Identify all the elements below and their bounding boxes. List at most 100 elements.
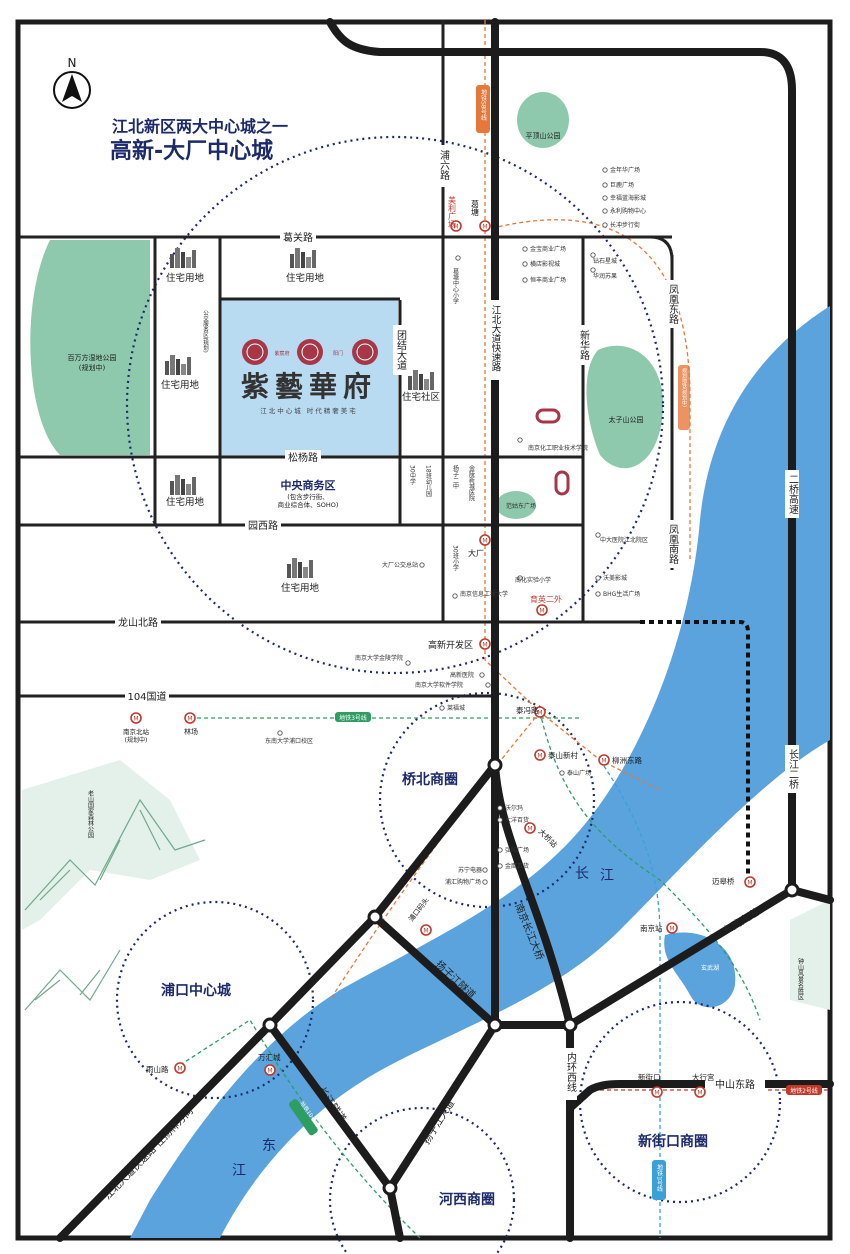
park-bwf-label2: (规划中) (79, 363, 106, 372)
station-wanhui: 万汇城 (258, 1053, 281, 1062)
poi-15: 金陵新城医院 (468, 464, 475, 502)
station-nanjing: 南京站 (640, 923, 663, 933)
metro-s8: 地铁S8号线 (480, 88, 487, 121)
yangtze-river (130, 306, 830, 1238)
poi-12: 30中学 (409, 465, 416, 485)
land-community: 住宅社区 (402, 391, 441, 403)
poi-11: 葛塘中心小学 (452, 267, 459, 304)
poi-28: 莱福城 (447, 704, 465, 712)
poi-7: 横店影视城 (530, 260, 560, 268)
zhongshan-label: 钟山风景名胜区 (797, 957, 804, 1000)
brand-right: 阳门 (333, 350, 343, 357)
station-icon-yuying (536, 604, 548, 616)
map-title: 高新-大厂中心城 (110, 138, 273, 164)
park-forest (22, 760, 200, 930)
project-name: 紫藝華府 (241, 370, 377, 403)
poi-13: 18班幼儿园 (425, 465, 432, 498)
station-icon-gezhen (479, 220, 491, 232)
poi-23: 南京信息工程大学 (460, 590, 508, 598)
station-yushan: 雨山路 (146, 1064, 169, 1074)
park-bwf-label: 百万方湿地公园 (68, 353, 117, 362)
station-nanjing-bei: 南京北站 (123, 727, 150, 736)
poi-26: 高新医院 (450, 671, 474, 679)
poi-5: 长冲步行街 (610, 221, 640, 229)
stadium-icons (535, 408, 570, 496)
poi-17: 范姑东广场 (506, 502, 536, 510)
district-xinjiekou: 新街口商圈 (638, 1133, 708, 1150)
poi-4: 永利购物中心 (610, 207, 646, 215)
poi-18: 中大医院江北院区 (600, 536, 648, 544)
station-yuying: 育英二外 (530, 594, 562, 604)
station-xinjiekou: 新街口 (638, 1072, 661, 1082)
project-block (220, 300, 398, 457)
road-pulu: 浦六路 (438, 149, 450, 181)
road-erqiao: 二桥高速 (787, 474, 799, 514)
park-pd-label: 平顶山公园 (526, 131, 561, 140)
station-maigao: 迈皋桥 (712, 876, 735, 886)
station-icon-yushan (174, 1062, 186, 1074)
poi-6: 金宝商业广场 (530, 245, 566, 253)
road-g104: 104国道 (127, 690, 166, 703)
metro-l2: 地铁2号线 (790, 1087, 818, 1095)
road-xinhua: 新华路 (578, 329, 590, 361)
district-circles (115, 135, 782, 1254)
poi-22: 30班小学 (452, 545, 459, 571)
project-slogan: 江北中心城 时代精奢美宅 (260, 406, 358, 415)
station-linchang: 林场 (184, 727, 198, 736)
poi-2: 巨鹿广场 (610, 181, 634, 189)
poi-14: 扬子二中 (452, 464, 459, 490)
poi-29: 东南大学浦口校区 (265, 737, 313, 745)
road-fenghuang-nan: 凤凰南路 (667, 524, 679, 565)
compass-label: N (68, 56, 77, 70)
road-jiangbei: 江北大道快速路 (490, 305, 502, 372)
poi-21: 大厂公交总站 (382, 561, 418, 569)
land-cbd-sub2: 商业综合体、SOHO) (278, 500, 339, 509)
land-res2: 住宅用地 (286, 272, 325, 284)
road-neihuan-xi: 内环西线 (565, 1051, 577, 1092)
mountain-illustration (24, 798, 206, 1011)
road-tuanjie: 团结大道 (395, 330, 407, 370)
poi-33: 弘阳广场 (505, 846, 529, 854)
park-tz-label: 太子山公园 (609, 415, 644, 424)
poi-9: 钻石星城 (593, 257, 617, 265)
station-icon-linchang (184, 712, 196, 724)
project-emblems (242, 339, 378, 365)
station-nanjing-bei2: (规划中) (125, 736, 148, 744)
poi-36: 金鹰百货 (505, 862, 529, 870)
road-tags (115, 230, 765, 1091)
poi-3: 幸福蓝海影城 (610, 194, 646, 202)
forest-label: 老山国家森林公园 (87, 789, 94, 839)
land-res5: 住宅用地 (281, 582, 320, 594)
public-srv-label: 公交服务区(规划) (202, 310, 209, 353)
station-dachang: 大厂 (468, 548, 484, 558)
station-gaoxin: 高新开发区 (428, 639, 473, 651)
poi-25: 南京大学金陵学院 (355, 654, 403, 662)
road-zhongshan-dong: 中山东路 (715, 1078, 755, 1091)
station-meili: 美利广场 (448, 195, 457, 229)
poi-10: 华润苏果 (593, 272, 617, 280)
land-cbd: 中央商务区 (281, 478, 336, 492)
district-qiaobei: 桥北商圈 (402, 771, 458, 788)
station-taishan: 泰山新村 (548, 750, 578, 760)
road-fenghuang-dong: 凤凰东路 (667, 284, 679, 325)
station-icon-daxing (694, 1086, 706, 1098)
poi-8: 恒丰商业广场 (530, 276, 566, 284)
metro-planned: 规划地铁(规划中) (681, 367, 687, 407)
poi-24: 南化实验小学 (515, 576, 551, 584)
land-cbd-sub: (包含步行街、 (287, 492, 329, 501)
land-res3: 住宅用地 (161, 379, 200, 391)
river-c4: 江 (232, 1163, 246, 1179)
road-longshan: 龙山北路 (118, 616, 158, 629)
metro-l1: 地铁1号线 (656, 1163, 663, 1192)
junctions (262, 757, 800, 1196)
poi-20: BHG生活广场 (603, 590, 640, 598)
land-res1: 住宅用地 (166, 272, 205, 284)
metro-tags (288, 85, 822, 1200)
district-hexi: 河西商圈 (439, 1191, 495, 1208)
road-gegl: 葛关路 (283, 231, 313, 244)
station-icon-liuzhou (598, 754, 610, 766)
station-icon-daqiao (524, 822, 536, 834)
park-tz (586, 345, 664, 469)
park-pd (517, 92, 569, 148)
